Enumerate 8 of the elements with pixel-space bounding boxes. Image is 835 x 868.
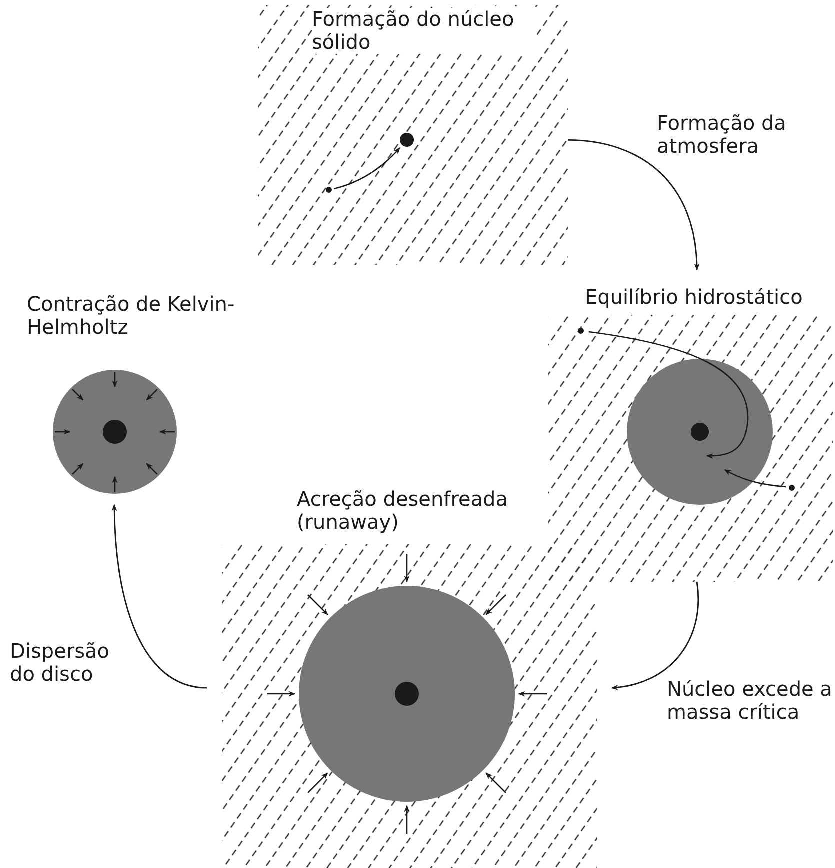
edge-label: Formação da atmosfera [657,112,788,158]
stage-heading: Equilíbrio hidrostático [585,286,803,309]
edge-label: Dispersão do disco [10,640,111,686]
stage-heading: Formação do núcleo sólido [312,8,537,54]
edge-label: Núcleo excede a massa crítica [667,678,834,724]
arrow [568,140,700,271]
arrow [112,504,208,689]
arrow [611,582,700,690]
